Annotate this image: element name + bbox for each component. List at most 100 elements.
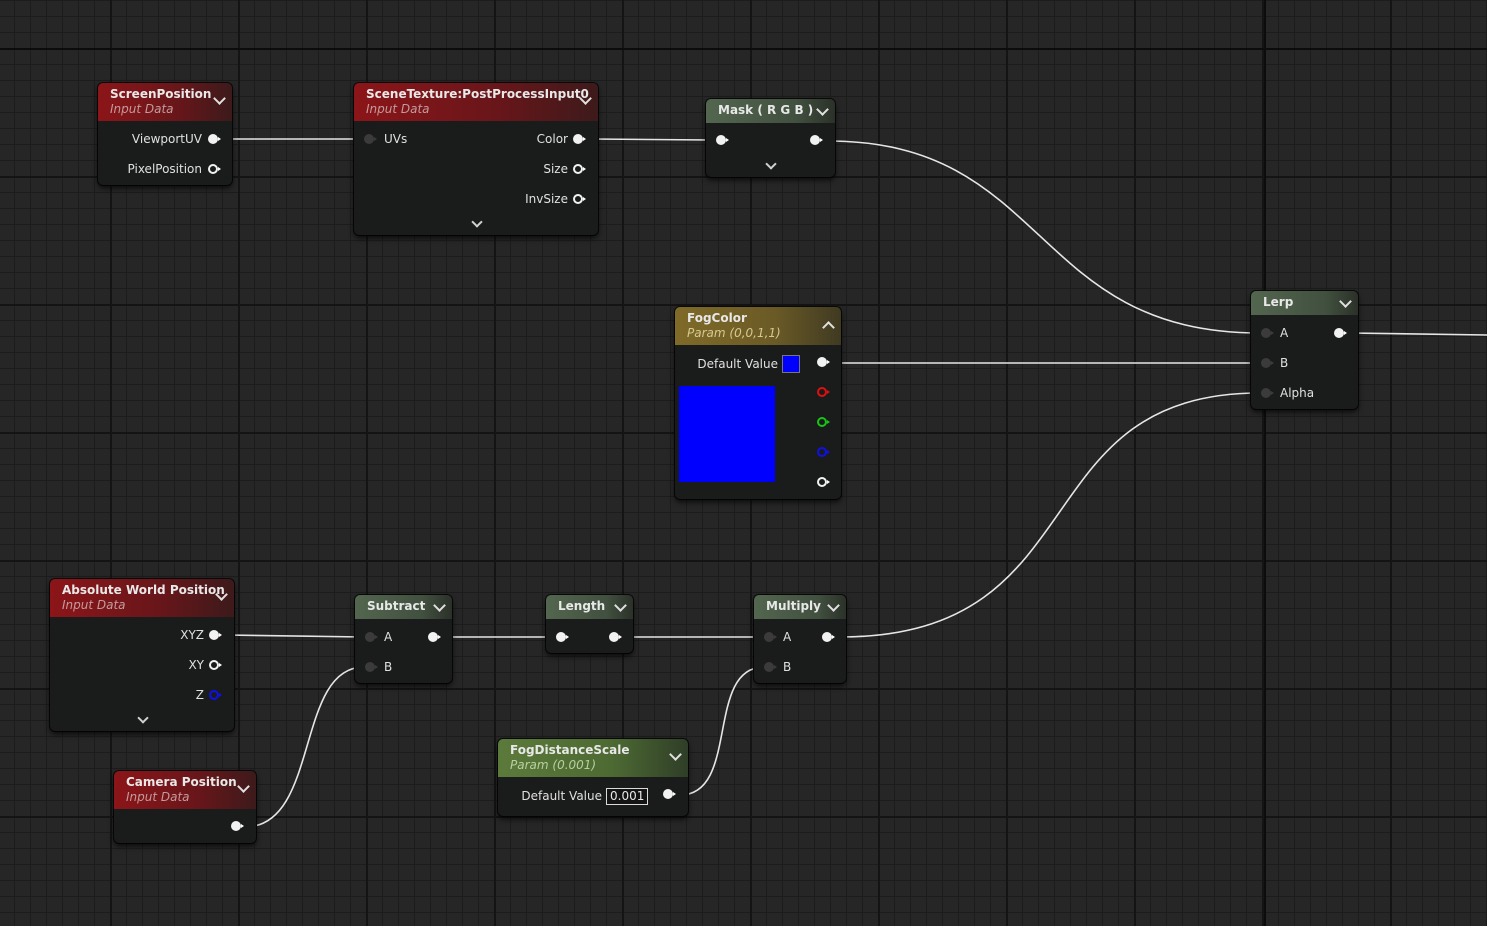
node-subtitle: Param (0.001) (510, 758, 597, 772)
output-pin-size[interactable] (573, 164, 586, 175)
output-label-viewportuv: ViewportUV (131, 132, 202, 146)
wire-lerp-output[interactable] (1348, 332, 1487, 336)
node-title: Subtract (367, 599, 426, 613)
wire-camera-to-subtract-b[interactable] (244, 666, 365, 828)
output-pin-xy[interactable] (209, 660, 222, 671)
input-label-a: A (1280, 326, 1289, 340)
default-value-label: Default Value (521, 789, 602, 803)
expand-chevron-icon[interactable] (137, 712, 149, 724)
output-pin-g[interactable] (817, 417, 830, 428)
wire-fogscale-to-multiply-b[interactable] (679, 666, 765, 796)
input-label-uvs: UVs (384, 132, 408, 146)
input-label-a: A (384, 630, 393, 644)
node-header[interactable]: FogDistanceScale Param (0.001) (498, 739, 688, 777)
output-pin[interactable] (231, 821, 244, 832)
input-label-alpha: Alpha (1280, 386, 1315, 400)
node-subtitle: Input Data (110, 102, 174, 116)
expand-chevron-icon[interactable] (471, 216, 483, 228)
input-label-b: B (384, 660, 393, 674)
input-pin-a[interactable] (1261, 328, 1274, 339)
input-pin-a[interactable] (764, 632, 777, 643)
expand-chevron-icon[interactable] (765, 158, 777, 170)
input-pin[interactable] (716, 135, 729, 146)
input-pin[interactable] (556, 632, 569, 643)
node-title: Multiply (766, 599, 821, 613)
chevron-down-icon[interactable] (669, 748, 682, 761)
node-header[interactable]: Lerp (1251, 291, 1358, 315)
chevron-down-icon[interactable] (827, 599, 840, 612)
output-pin-r[interactable] (817, 387, 830, 398)
output-label-size: Size (543, 162, 568, 176)
wire-multiply-to-lerp-alpha[interactable] (839, 392, 1261, 638)
input-label-a: A (783, 630, 792, 644)
wire-mask-to-lerp-a[interactable] (827, 140, 1261, 334)
screen-position-node[interactable]: ScreenPosition Input Data ViewportUV Pix… (98, 83, 232, 185)
chevron-down-icon[interactable] (614, 599, 627, 612)
output-pin[interactable] (428, 632, 441, 643)
output-pin[interactable] (810, 135, 823, 146)
node-title: ScreenPosition (110, 87, 212, 101)
output-pin-b[interactable] (817, 447, 830, 458)
node-header[interactable]: Subtract (355, 595, 452, 619)
input-pin-a[interactable] (365, 632, 378, 643)
mask-node[interactable]: Mask ( R G B ) (706, 99, 835, 177)
node-header[interactable]: ScreenPosition Input Data (98, 83, 232, 121)
output-pin-rgba[interactable] (817, 357, 830, 368)
node-header[interactable]: Length (546, 595, 633, 619)
input-pin-b[interactable] (365, 662, 378, 673)
default-value-label: Default Value (697, 357, 778, 371)
output-pin-viewportuv[interactable] (208, 134, 221, 145)
node-title: Camera Position (126, 775, 237, 789)
output-label-xyz: XYZ (180, 628, 204, 642)
output-pin-pixelposition[interactable] (208, 164, 221, 175)
fog-distance-scale-node[interactable]: FogDistanceScale Param (0.001) Default V… (498, 739, 688, 816)
node-header[interactable]: Camera Position Input Data (114, 771, 256, 809)
default-color-swatch[interactable] (782, 355, 800, 373)
output-label-z: Z (195, 688, 204, 702)
output-pin-color[interactable] (573, 134, 586, 145)
node-subtitle: Input Data (366, 102, 430, 116)
output-label-pixelposition: PixelPosition (127, 162, 202, 176)
node-header[interactable]: Absolute World Position Input Data (50, 579, 234, 617)
multiply-node[interactable]: Multiply A B (754, 595, 846, 683)
chevron-down-icon[interactable] (816, 103, 829, 116)
output-pin[interactable] (609, 632, 622, 643)
output-pin[interactable] (663, 789, 676, 800)
lerp-node[interactable]: Lerp A B Alpha (1251, 291, 1358, 409)
node-header[interactable]: SceneTexture:PostProcessInput0 Input Dat… (354, 83, 598, 121)
node-title: Lerp (1263, 295, 1294, 309)
wire-color-to-mask[interactable] (590, 138, 713, 141)
fog-color-node[interactable]: FogColor Param (0,0,1,1) Default Value (675, 307, 841, 499)
output-pin-z[interactable] (209, 690, 222, 701)
input-pin-uvs[interactable] (364, 134, 377, 145)
default-value-input[interactable]: 0.001 (606, 788, 649, 805)
node-header[interactable]: FogColor Param (0,0,1,1) (675, 307, 841, 345)
node-header[interactable]: Multiply (754, 595, 846, 619)
output-pin[interactable] (1334, 328, 1347, 339)
length-node[interactable]: Length (546, 595, 633, 653)
chevron-down-icon[interactable] (213, 92, 226, 105)
output-pin-xyz[interactable] (209, 630, 222, 641)
node-title: SceneTexture:PostProcessInput0 (366, 87, 589, 101)
chevron-up-icon[interactable] (822, 321, 835, 334)
node-subtitle: Input Data (62, 598, 126, 612)
input-pin-b[interactable] (1261, 358, 1274, 369)
chevron-down-icon[interactable] (237, 780, 250, 793)
chevron-down-icon[interactable] (433, 599, 446, 612)
wire-xyz-to-subtract-a[interactable] (224, 634, 365, 638)
output-label-invsize: InvSize (525, 192, 568, 206)
scene-texture-node[interactable]: SceneTexture:PostProcessInput0 Input Dat… (354, 83, 598, 235)
input-pin-alpha[interactable] (1261, 388, 1274, 399)
output-pin-a[interactable] (817, 477, 830, 488)
color-preview (679, 386, 775, 482)
absolute-world-position-node[interactable]: Absolute World Position Input Data XYZ X… (50, 579, 234, 731)
node-subtitle: Input Data (126, 790, 190, 804)
node-header[interactable]: Mask ( R G B ) (706, 99, 835, 123)
camera-position-node[interactable]: Camera Position Input Data (114, 771, 256, 843)
chevron-down-icon[interactable] (1339, 295, 1352, 308)
output-pin[interactable] (822, 632, 835, 643)
subtract-node[interactable]: Subtract A B (355, 595, 452, 683)
input-pin-b[interactable] (764, 662, 777, 673)
output-pin-invsize[interactable] (573, 194, 586, 205)
